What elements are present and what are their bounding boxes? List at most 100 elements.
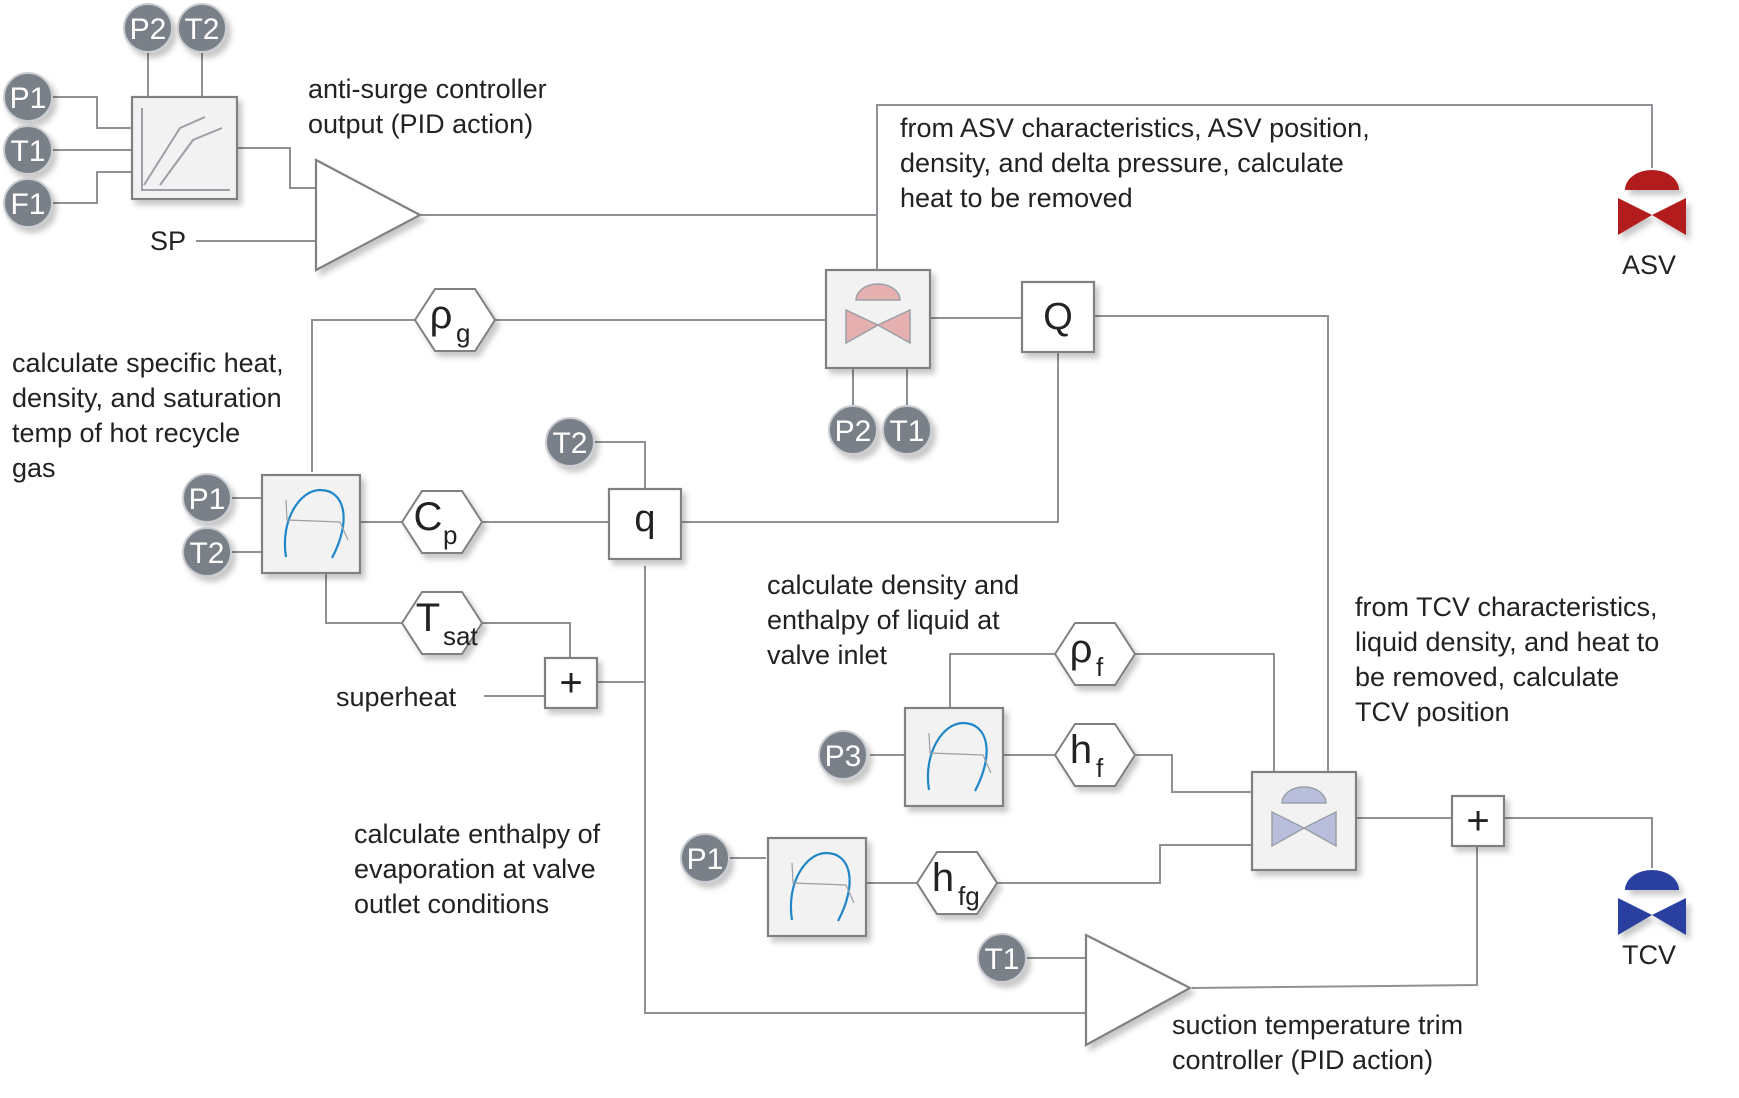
tag-p2-top: P2 (123, 3, 173, 53)
tcv-valve-icon (1618, 870, 1686, 935)
svg-text:T2: T2 (184, 13, 219, 46)
tag-p1-top: P1 (3, 72, 53, 122)
line-p1-top (52, 96, 132, 129)
annotation-line: suction temperature trim (1172, 1010, 1464, 1040)
svg-text:p: p (443, 520, 457, 550)
annotation-liquid-props: calculate density and enthalpy of liquid… (767, 568, 1019, 673)
line-plus-tcv (1505, 817, 1653, 868)
svg-text:h: h (932, 856, 954, 900)
annotation-line: outlet conditions (354, 889, 550, 919)
svg-text:P2: P2 (835, 415, 872, 448)
svg-text:T2: T2 (189, 537, 224, 570)
asv-valve-icon (1618, 170, 1686, 235)
heat-removed-block: Q (1020, 280, 1096, 354)
asv-calc-valve-icon (845, 283, 911, 345)
tag-p1-mid: P1 (182, 473, 232, 523)
tag-t2-mid: T2 (182, 527, 232, 577)
svg-text:T: T (416, 596, 440, 640)
svg-text:T1: T1 (889, 415, 924, 448)
hex-cp: C p (400, 490, 484, 554)
line-trim-out (1191, 844, 1478, 989)
svg-text:P2: P2 (130, 13, 167, 46)
annotation-line: valve inlet (767, 640, 888, 670)
svg-text:ρ: ρ (430, 293, 453, 337)
heat-calc-block: q (607, 487, 683, 561)
tag-t1-low: T1 (977, 933, 1027, 983)
tag-t2-q: T2 (545, 417, 595, 467)
line-to-asv (876, 104, 1653, 270)
line-liq-rhof (949, 653, 1055, 708)
svg-text:T1: T1 (10, 135, 45, 168)
label-superheat: superheat (336, 682, 457, 712)
hex-hfg: h fg (915, 851, 999, 915)
label-tcv: TCV (1622, 940, 1676, 970)
svg-text:f: f (1096, 753, 1104, 783)
anti-surge-setpoint-block (130, 95, 239, 201)
evaporation-properties-block (766, 836, 868, 938)
annotation-asv-heat: from ASV characteristics, ASV position, … (900, 111, 1370, 216)
label-sp: SP (150, 226, 187, 256)
svg-text:g: g (456, 318, 470, 348)
annotation-suction-trim: suction temperature trim controller (PID… (1172, 1008, 1463, 1078)
hex-rho-f: ρ f (1053, 622, 1137, 686)
tag-p3: P3 (818, 730, 868, 780)
tag-t1-top: T1 (3, 125, 53, 175)
svg-text:T1: T1 (984, 943, 1019, 976)
annotation-line: calculate specific heat, (12, 348, 284, 378)
svg-text:C: C (414, 495, 443, 539)
tcv-calc-valve-icon (1271, 786, 1337, 848)
tcv-sum-block: + (1450, 794, 1506, 848)
annotation-line: from ASV characteristics, ASV position, (900, 113, 1370, 143)
svg-text:ρ: ρ (1070, 627, 1093, 671)
line-f1-top (52, 171, 132, 204)
annotation-line: temp of hot recycle (12, 418, 241, 448)
annotation-line: heat to be removed (900, 183, 1133, 213)
annotation-line: enthalpy of liquid at (767, 605, 1000, 635)
svg-text:P1: P1 (10, 82, 47, 115)
tag-p2-valve: P2 (828, 405, 878, 455)
svg-text:P1: P1 (687, 843, 724, 876)
annotation-line: output (PID action) (308, 109, 534, 139)
annotation-enthalpy-evap: calculate enthalpy of evaporation at val… (354, 817, 600, 922)
svg-text:fg: fg (958, 881, 980, 911)
annotation-line: liquid density, and heat to (1355, 627, 1660, 657)
annotation-line: TCV position (1355, 697, 1510, 727)
annotation-line: density, and delta pressure, calculate (900, 148, 1344, 178)
svg-text:T2: T2 (552, 427, 587, 460)
svg-text:P3: P3 (825, 740, 862, 773)
phase-curve-icon (926, 721, 992, 792)
superheat-sum-block: + (543, 656, 599, 710)
block-label-plus: + (1466, 799, 1489, 843)
suction-trim-amplifier (1084, 933, 1193, 1047)
line-t2-q (594, 441, 646, 490)
annotation-line: calculate density and (767, 570, 1020, 600)
line-q-down (644, 566, 1088, 1014)
annotation-line: calculate enthalpy of (354, 819, 601, 849)
block-label-Q: Q (1043, 296, 1073, 338)
block-label-plus: + (559, 661, 582, 705)
annotation-line: gas (12, 453, 56, 483)
tag-t2-top: T2 (177, 3, 227, 53)
annotation-specific-heat: calculate specific heat, density, and sa… (12, 346, 284, 486)
line-surge-to-amp (238, 147, 318, 189)
liquid-properties-block (903, 706, 1005, 808)
annotation-line: from TCV characteristics, (1355, 592, 1658, 622)
annotation-line: be removed, calculate (1355, 662, 1620, 692)
svg-text:sat: sat (443, 621, 478, 651)
asv-calc-block (824, 268, 932, 370)
svg-text:h: h (1070, 728, 1092, 772)
svg-text:P1: P1 (189, 483, 226, 516)
anti-surge-amplifier (314, 158, 423, 272)
line-hf-tcv (1134, 754, 1252, 793)
annotation-line: controller (PID action) (1172, 1045, 1434, 1075)
line-Q-to-q (680, 351, 1059, 523)
block-label-q: q (634, 498, 655, 540)
tcv-calc-block (1250, 770, 1358, 872)
svg-text:f: f (1096, 652, 1104, 682)
hex-rho-g: ρ g (413, 288, 497, 352)
line-rhof-tcv (1134, 653, 1275, 772)
svg-text:F1: F1 (10, 188, 45, 221)
line-hfg-tcv (996, 844, 1252, 884)
tag-f1-top: F1 (3, 178, 53, 228)
